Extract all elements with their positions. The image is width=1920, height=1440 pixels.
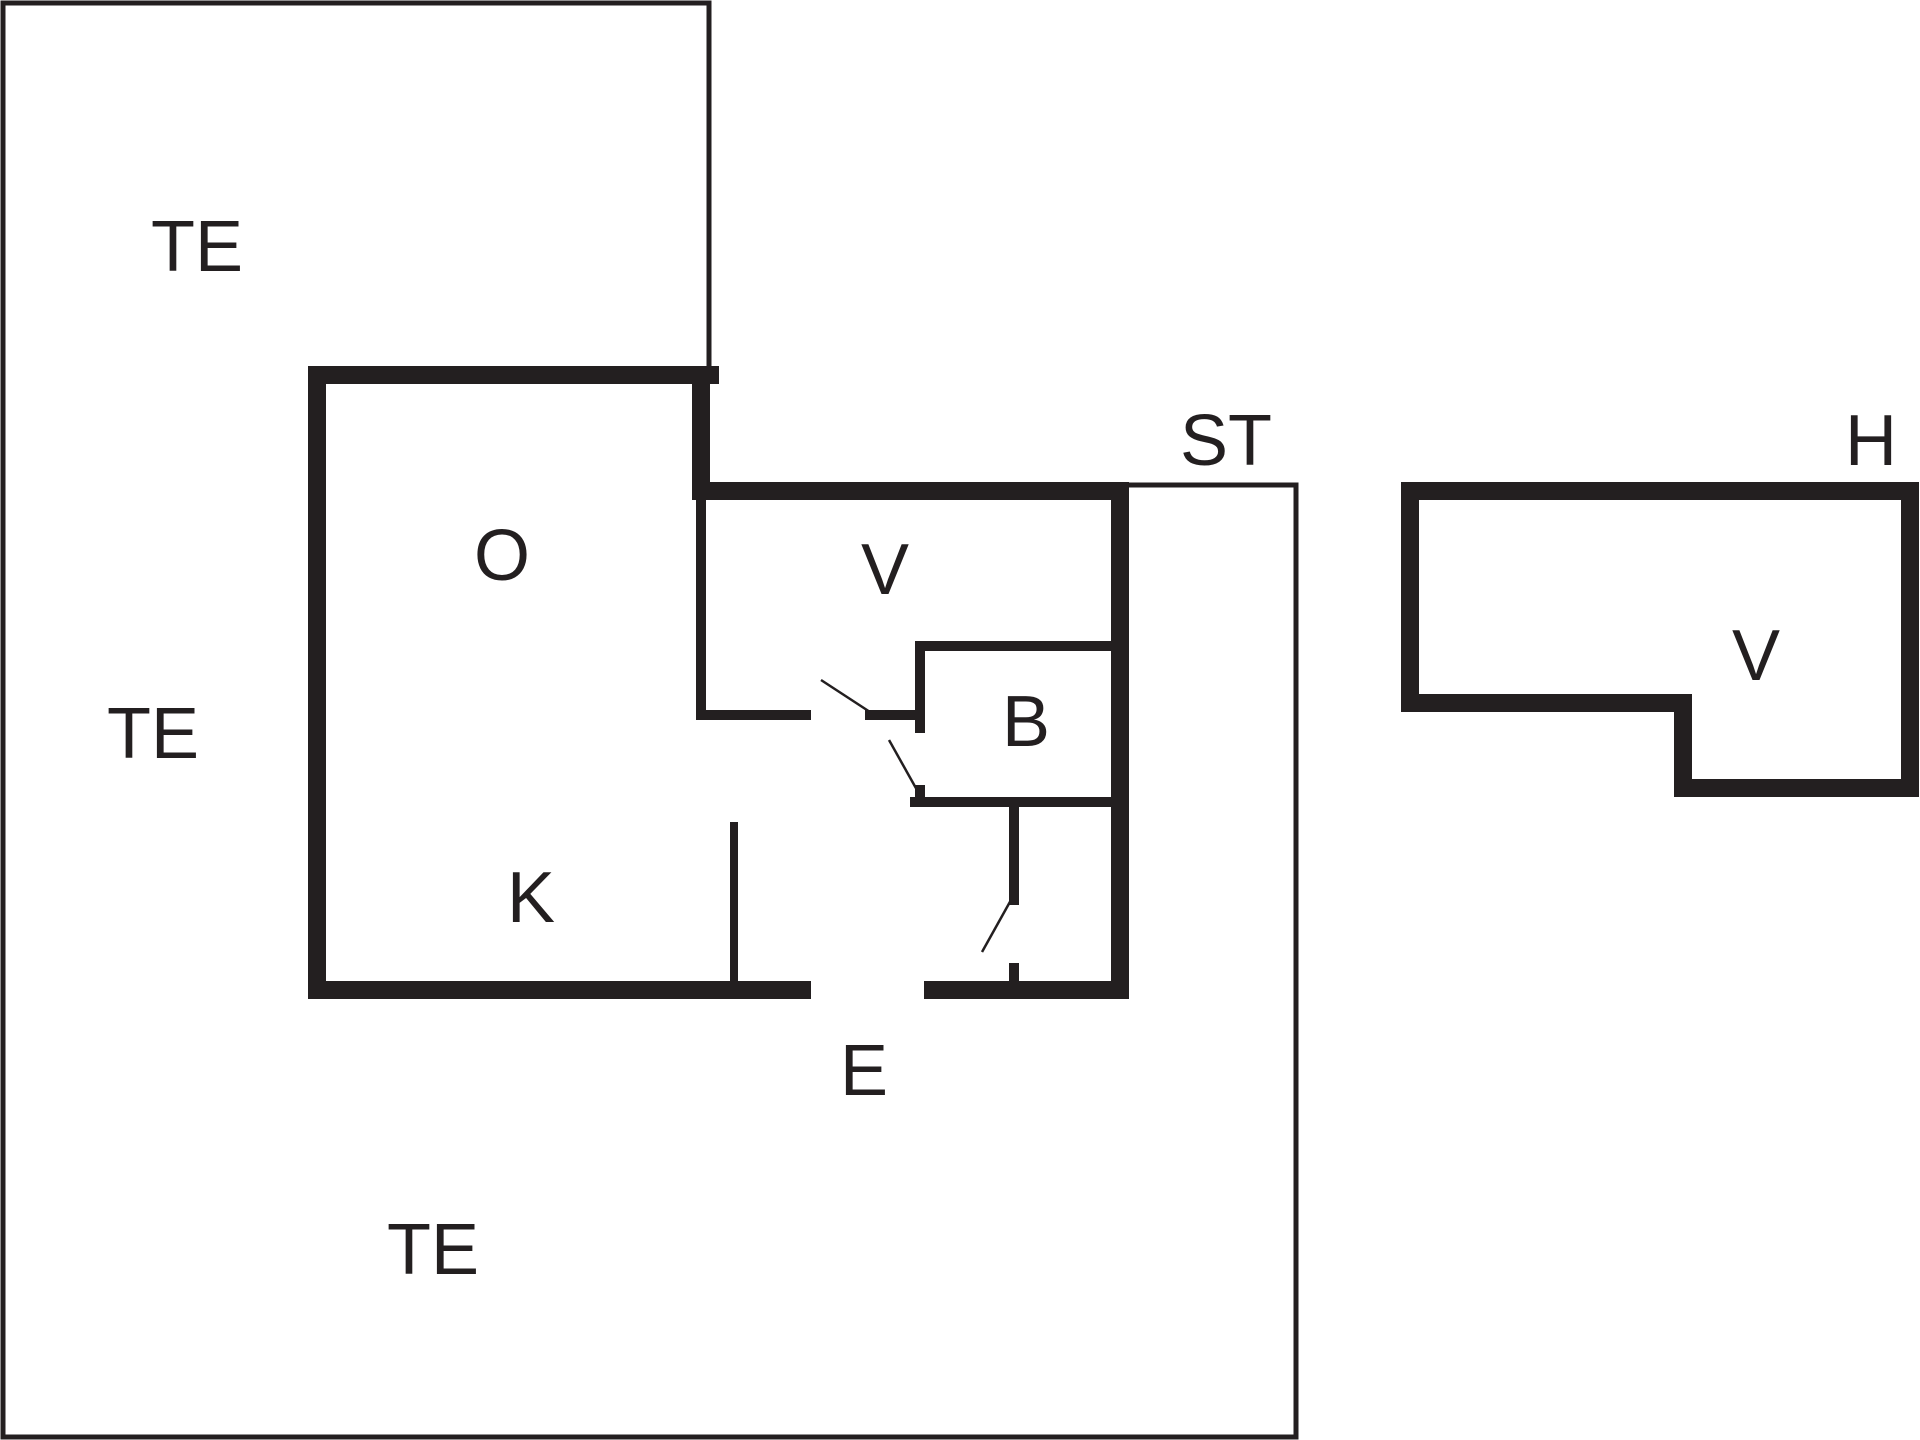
- house-wall-exterior-top: [692, 366, 1129, 999]
- label-terrace-left: TE: [107, 694, 199, 774]
- bathroom-wall: [915, 641, 1117, 733]
- house-wall-exterior: [308, 366, 811, 999]
- label-utility-room: V: [861, 530, 909, 610]
- label-outbuilding: H: [1845, 401, 1897, 481]
- label-outbuilding-room: V: [1732, 616, 1780, 696]
- utility-room-wall: [696, 486, 811, 720]
- outbuilding-wall: [1401, 482, 1919, 797]
- label-terrace-top: TE: [151, 207, 243, 287]
- label-entrance: E: [840, 1031, 888, 1111]
- label-bathroom: B: [1002, 682, 1050, 762]
- door-closet-leaf: [980, 899, 1013, 953]
- terrace-outline: [0, 0, 1299, 1440]
- door-bathroom-leaf: [887, 739, 919, 791]
- label-terrace-bottom: TE: [387, 1210, 479, 1290]
- label-living-room: O: [474, 516, 530, 596]
- door-utility-leaf: [820, 678, 871, 714]
- label-kitchen: K: [507, 858, 555, 938]
- label-storage: ST: [1180, 401, 1272, 481]
